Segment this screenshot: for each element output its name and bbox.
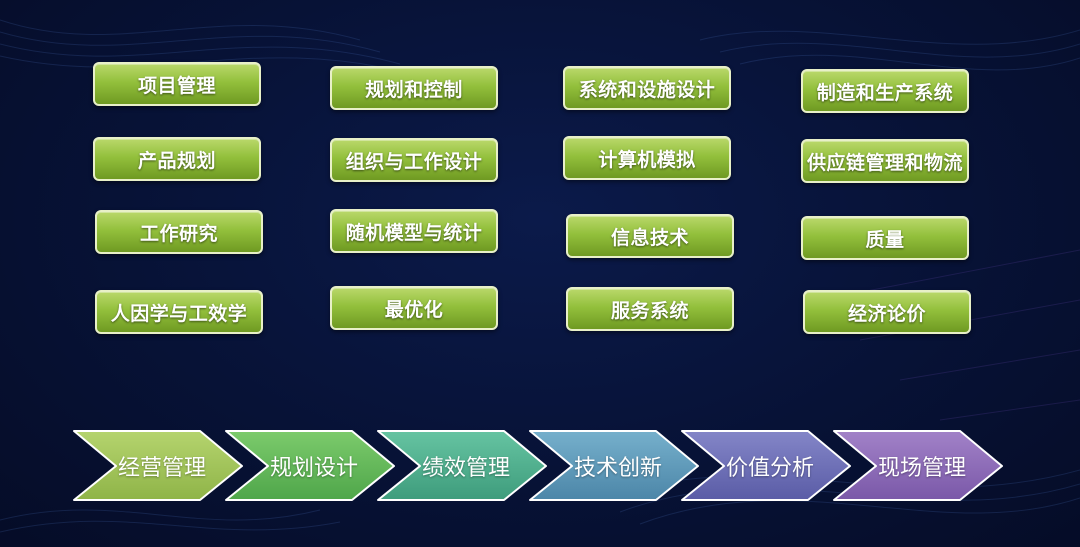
topic-tile: 最优化: [330, 286, 498, 330]
topic-tile: 服务系统: [566, 287, 734, 331]
topic-tile: 项目管理: [93, 62, 261, 106]
step-label: 绩效管理: [421, 456, 510, 481]
topic-tile: 人因学与工效学: [95, 290, 263, 334]
topic-tile: 信息技术: [566, 214, 734, 258]
topic-tile: 供应链管理和物流: [801, 139, 969, 183]
step-label: 技术创新: [573, 456, 662, 481]
step-chevron: [377, 430, 547, 501]
topic-tile: 系统和设施设计: [563, 66, 731, 110]
topic-tile: 工作研究: [95, 210, 263, 254]
topic-tile: 制造和生产系统: [801, 69, 969, 113]
topic-tile: 组织与工作设计: [330, 138, 498, 182]
step-label: 经营管理: [117, 456, 206, 481]
topic-tile: 规划和控制: [330, 66, 498, 110]
topic-tile: 随机模型与统计: [330, 209, 498, 253]
step-chevron: [529, 430, 699, 501]
topic-tile: 计算机模拟: [563, 136, 731, 180]
step-label: 现场管理: [877, 456, 966, 481]
topic-tile: 质量: [801, 216, 969, 260]
step-label: 价值分析: [725, 456, 814, 481]
topic-tile: 产品规划: [93, 137, 261, 181]
step-chevron: [681, 430, 851, 501]
step-chevron: [225, 430, 395, 501]
step-chevron: [833, 430, 1003, 501]
topic-tile: 经济论价: [803, 290, 971, 334]
step-chevron: [73, 430, 243, 501]
step-label: 规划设计: [269, 456, 358, 481]
